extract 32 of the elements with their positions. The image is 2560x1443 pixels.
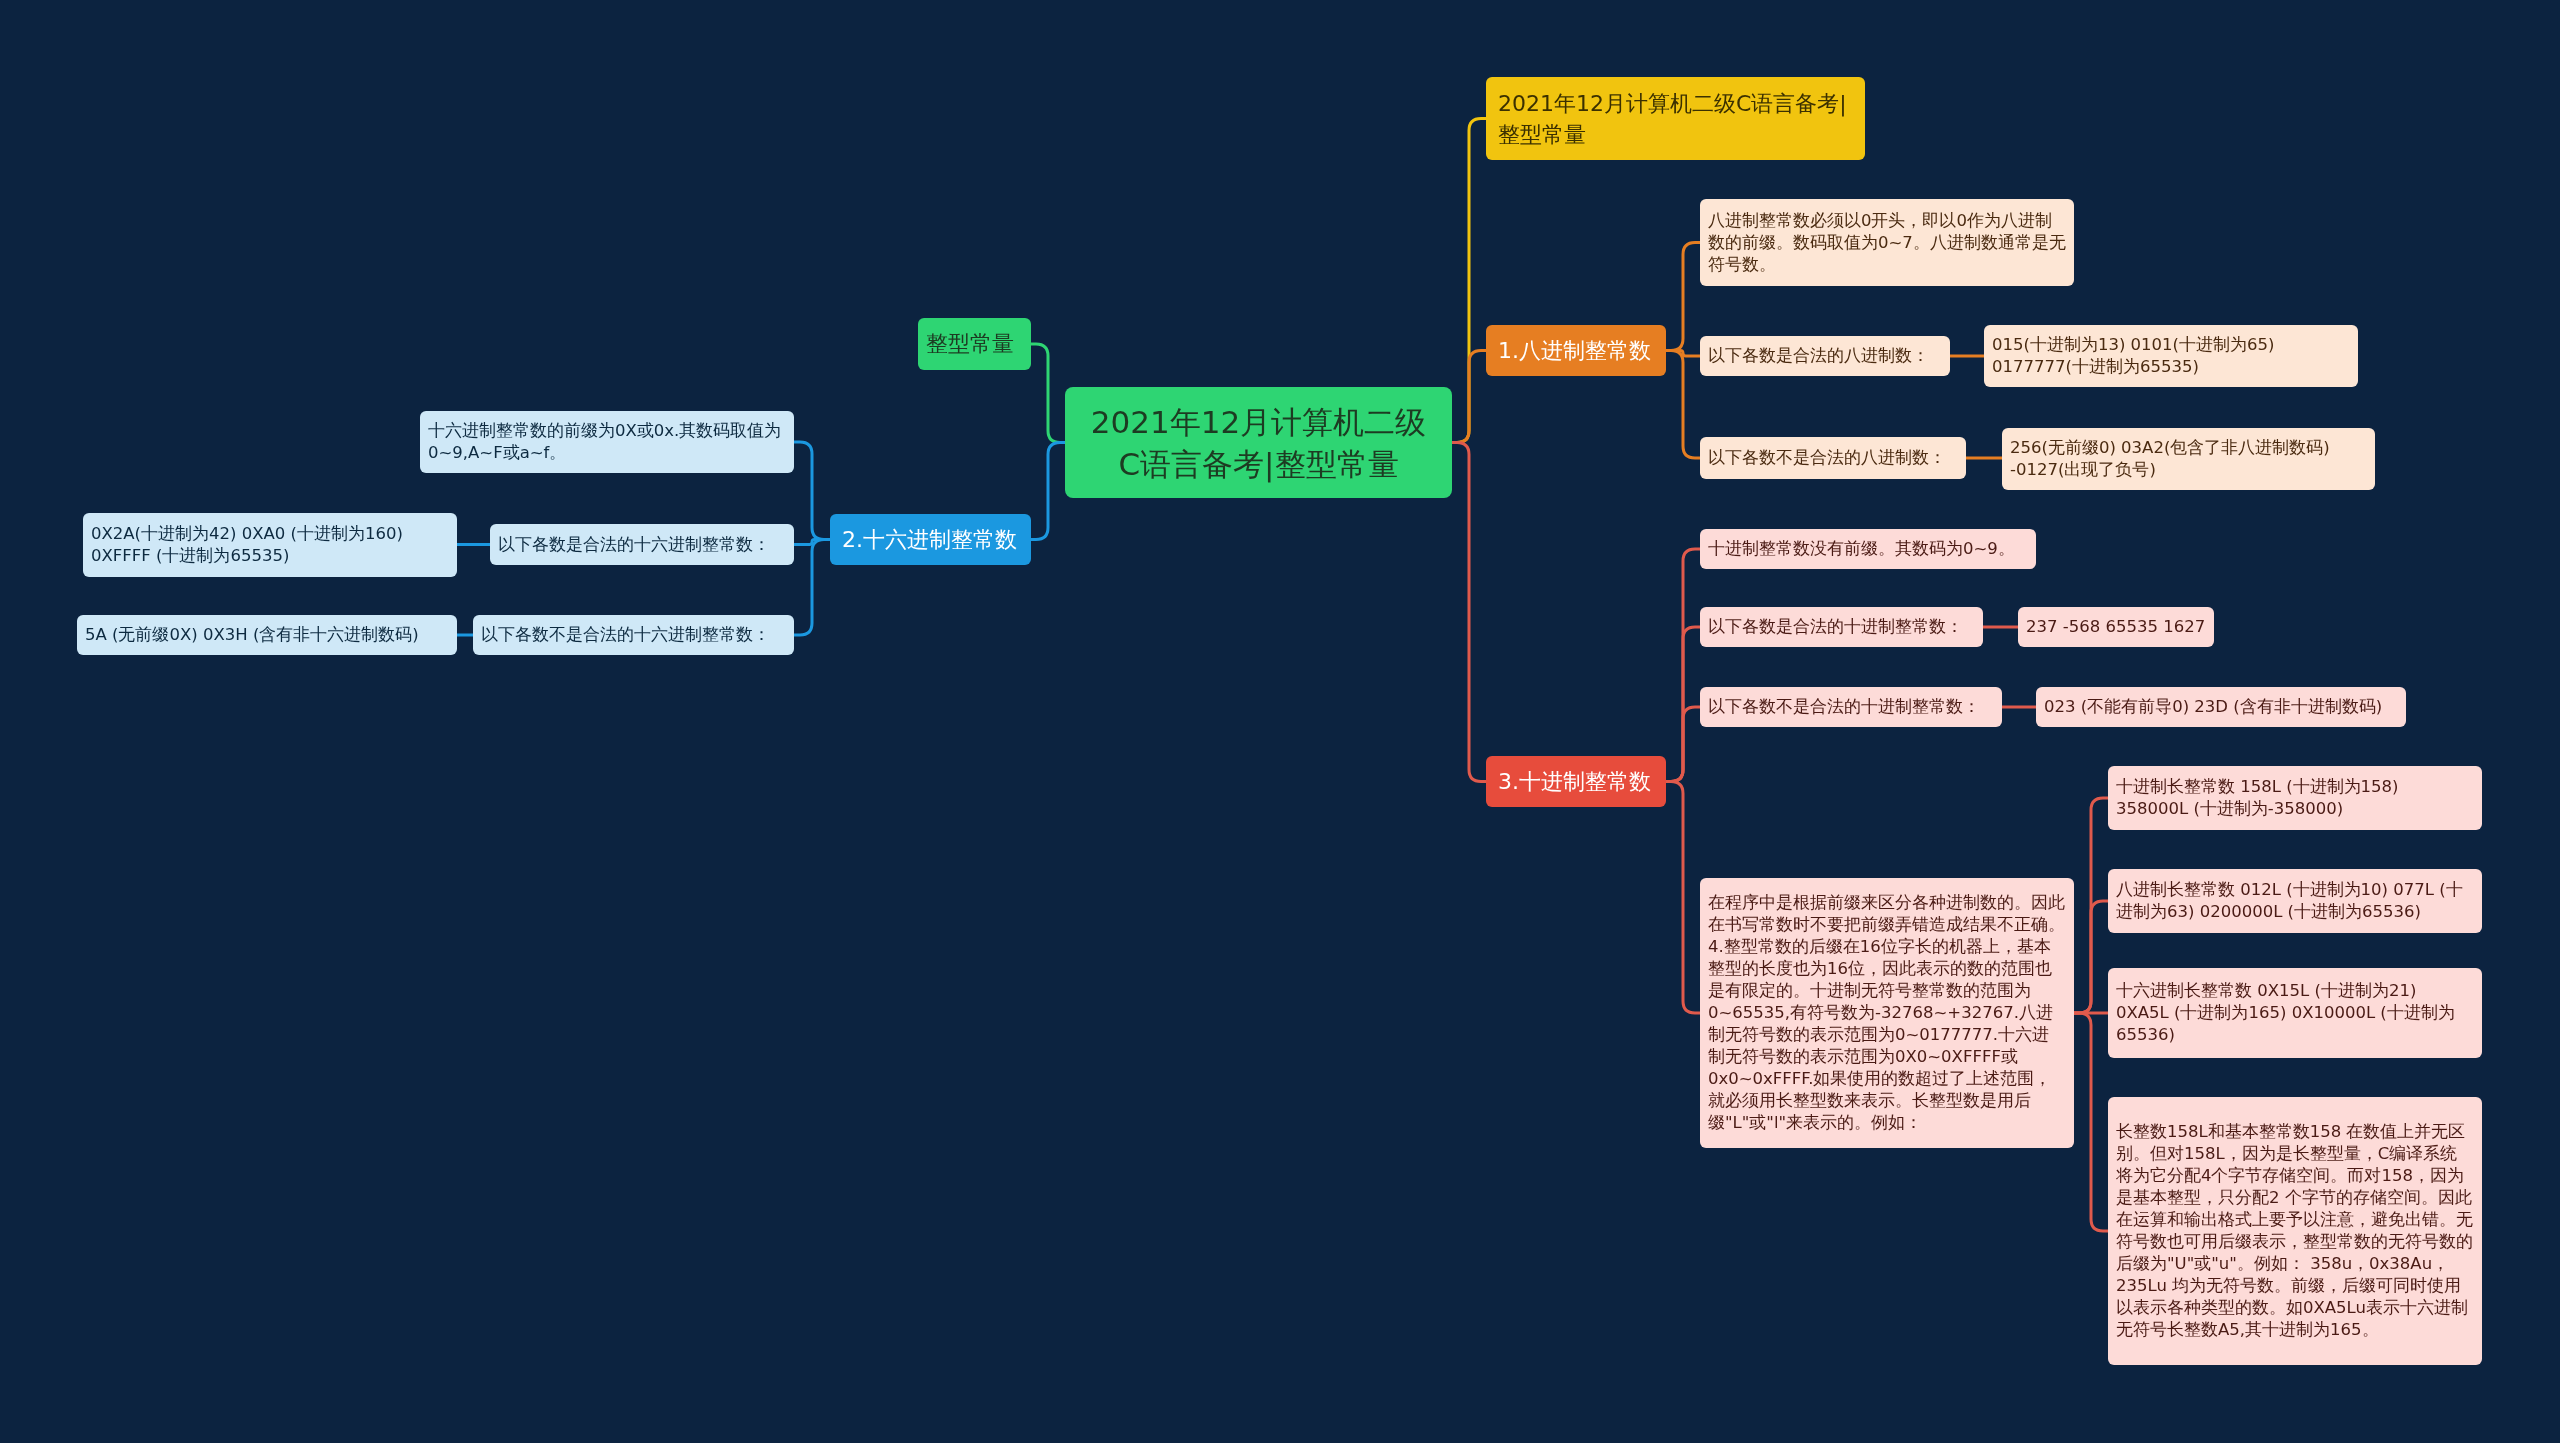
subtopic-box: 0X2A(十进制为42) 0XA0 (十进制为160) 0XFFFF (十进制为65535) <box>83 513 457 577</box>
connector-line <box>1950 354 1984 358</box>
subtopic-box: 以下各数是合法的八进制数： <box>1700 336 1950 376</box>
subtopic-box: 十六进制整常数的前缀为0X或0x.其数码取值为0~9,A~F或a~f。 <box>420 411 794 473</box>
subtopic-box: 023 (不能有前导0) 23D (含有非十进制数码) <box>2036 687 2406 727</box>
central-topic: 2021年12月计算机二级C语言备考|整型常量 <box>1065 387 1452 498</box>
connector-line <box>457 543 490 546</box>
subtopic-box: 十六进制长整常数 0X15L (十进制为21) 0XA5L (十进制为165) 0X10000L (十进制为65536) <box>2108 968 2482 1058</box>
subtopic-box: 237 -568 65535 1627 <box>2018 607 2214 647</box>
subtopic-box: 八进制整常数必须以0开头，即以0作为八进制数的前缀。数码取值为0~7。八进制数通常是无符号数。 <box>1700 199 2074 286</box>
connector-line <box>2002 705 2036 709</box>
subtopic-box: 5A (无前缀0X) 0X3H (含有非十六进制数码) <box>77 615 457 655</box>
topic-box: 2021年12月计算机二级C语言备考|整型常量 <box>1486 77 1865 160</box>
subtopic-box: 十进制整常数没有前缀。其数码为0~9。 <box>1700 529 2036 569</box>
subtopic-box: 长整数158L和基本整常数158 在数值上并无区别。但对158L，因为是长整型量，C编译系统将为它分配4个字节存储空间。而对158，因为是基本整型，只分配2 个字节的存储空间。因此在运算和输出格式上要予以注意，避免出错。无符号数也可用后缀表示，整型常数的无符号数的后缀为"U"或"u"。例如： 358u，0x38Au，235Lu 均为无符号数。前缀，后缀可同时使用以表示各种类型的数。如0XA5Lu表示十六进制无符号长整数A5,其十进制为165。 <box>2108 1097 2482 1365</box>
subtopic-box: 八进制长整常数 012L (十进制为10) 077L (十进制为63) 0200000L (十进制为65536) <box>2108 869 2482 933</box>
branch-topic: 3.十进制整常数 <box>1486 756 1666 807</box>
connector-line <box>1983 625 2018 629</box>
subtopic-box: 015(十进制为13) 0101(十进制为65) 0177777(十进制为65535) <box>1984 325 2358 387</box>
subtopic-box: 256(无前缀0) 03A2(包含了非八进制数码) -0127(出现了负号) <box>2002 428 2375 490</box>
subtopic-box: 以下各数不是合法的十进制整常数： <box>1700 687 2002 727</box>
connector-line <box>1966 456 2002 460</box>
subtopic-box: 以下各数是合法的十进制整常数： <box>1700 607 1983 647</box>
subtopic-box: 以下各数不是合法的十六进制整常数： <box>473 615 794 655</box>
branch-topic: 2.十六进制整常数 <box>830 514 1031 565</box>
subtopic-box: 在程序中是根据前缀来区分各种进制数的。因此在书写常数时不要把前缀弄错造成结果不正确。4.整型常数的后缀在16位字长的机器上，基本整型的长度也为16位，因此表示的数的范围也是有限定的。十进制无符号整常数的范围为0~65535,有符号数为-32768~+32767.八进制无符号数的表示范围为0~0177777.十六进制无符号数的表示范围为0X0~0XFFFF或0x0~0xFFFF.如果使用的数超过了上述范围，就必须用长整型数来表示。长整型数是用后缀"L"或"l"来表示的。例如： <box>1700 878 2074 1148</box>
branch-topic: 整型常量 <box>918 318 1031 370</box>
subtopic-box: 十进制长整常数 158L (十进制为158) 358000L (十进制为-358000) <box>2108 766 2482 830</box>
subtopic-box: 以下各数是合法的十六进制整常数： <box>490 524 794 565</box>
subtopic-box: 以下各数不是合法的八进制数： <box>1700 437 1966 479</box>
branch-topic: 1.八进制整常数 <box>1486 325 1666 376</box>
connector-line <box>457 633 473 637</box>
